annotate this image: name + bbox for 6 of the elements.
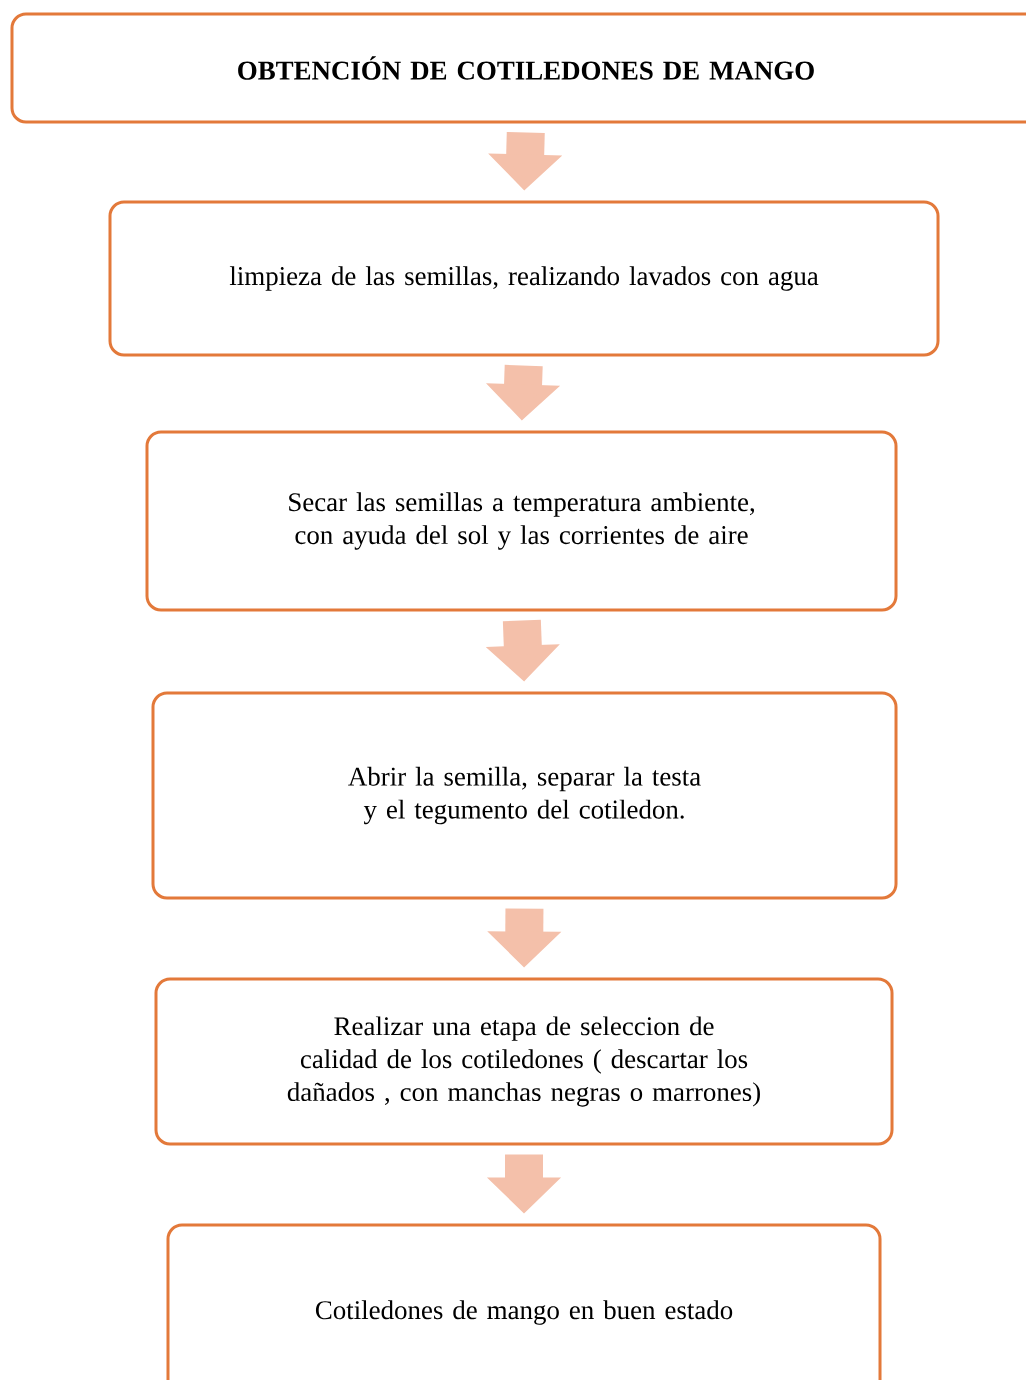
process-box: limpieza de las semillas, realizando lavados con agua — [108, 200, 940, 357]
title-box: OBTENCIÓN DE COTILEDONES DE MANGO — [10, 12, 1026, 124]
process-box: Abrir la semilla, separar la testa y el tegumento del cotiledon. — [151, 691, 898, 900]
process-box: Secar las semillas a temperatura ambiente, con ayuda del sol y las corrientes de aire — [145, 430, 898, 612]
process-box: Cotiledones de mango en buen estado — [166, 1223, 882, 1380]
process-box: Realizar una etapa de seleccion de calidad de los cotiledones ( descartar los dañados , con manchas negras o marrones) — [154, 977, 894, 1146]
